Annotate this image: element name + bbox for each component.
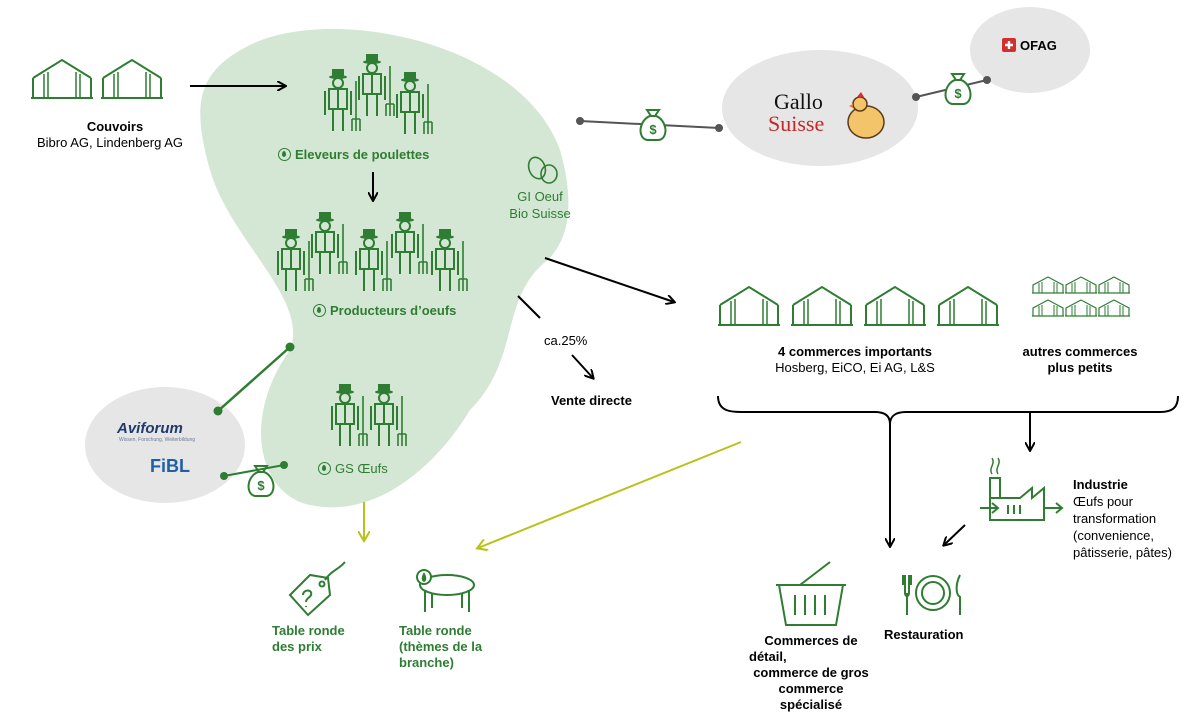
industry-line1: Œufs pour <box>1073 494 1133 509</box>
gi-egg-line1: GI Oeuf <box>517 189 563 204</box>
small-retailers-line1: autres commerces <box>1022 344 1138 359</box>
branch-table-line2: (thèmes de la <box>399 639 483 654</box>
major-retailers-names: Hosberg, EiCO, Ei AG, L&S <box>775 360 935 375</box>
hatcheries-title: Couvoirs <box>86 119 144 134</box>
gs-eggs-text: GS Œufs <box>335 461 388 476</box>
small-retailers-line2: plus petits <box>1047 360 1113 375</box>
gs-eggs-label: GS Œufs <box>318 461 388 477</box>
gallosuisse-mascot-icon <box>847 92 885 139</box>
fibl-logo: FiBL <box>150 456 190 476</box>
drop-icon <box>278 148 291 161</box>
hatchery-houses <box>30 59 164 99</box>
drop-icon <box>313 304 326 317</box>
branch-table-line1: Table ronde <box>399 623 472 638</box>
price-tag-icon <box>288 561 346 617</box>
direct-sales-share: ca.25% <box>544 333 588 348</box>
table-drop-icon <box>421 572 427 582</box>
gallosuisse-logo-line2: Suisse <box>768 111 825 136</box>
value-chain-blob <box>200 29 569 508</box>
industry-line2: transformation <box>1073 511 1157 526</box>
retail-line2: détail, <box>749 649 787 664</box>
swiss-cross-icon <box>1002 38 1016 52</box>
retailers-brace <box>717 395 1179 425</box>
egg-producers-label: Producteurs d’oeufs <box>313 303 456 319</box>
aviforum-logo: Aviforum <box>117 420 183 437</box>
branch-table-line3: branche) <box>399 655 454 670</box>
major-retailer-houses <box>717 286 1000 326</box>
egg-producers-text: Producteurs d’oeufs <box>330 303 457 318</box>
industry-title: Industrie <box>1073 477 1128 492</box>
research-bubble <box>85 387 245 503</box>
retail-line1: Commerces de <box>764 633 858 648</box>
direct-sales-label: Vente directe <box>551 393 632 408</box>
retail-line4: commerce <box>778 681 844 696</box>
ofag-label: OFAG <box>1020 38 1057 53</box>
drop-icon <box>318 462 331 475</box>
arrow-direct-sales-head <box>571 354 593 378</box>
money-symbol: $ <box>954 86 962 101</box>
eggs-icon <box>527 156 558 184</box>
ofag-bubble <box>970 7 1090 93</box>
arrow-to-retailers <box>544 257 674 302</box>
factory-icon <box>980 457 1064 521</box>
industry-line3: (convenience, <box>1073 528 1154 543</box>
pullet-breeders-text: Eleveurs de poulettes <box>295 147 430 162</box>
industry-line4: pâtisserie, pâtes) <box>1073 545 1172 560</box>
plate-cutlery-icon <box>902 574 961 615</box>
pullet-breeders-label: Eleveurs de poulettes <box>278 147 429 163</box>
retail-line5: spécialisé <box>779 697 843 712</box>
price-table-line2: des prix <box>272 639 322 654</box>
arrow-to-direct-sales <box>517 295 541 319</box>
gallosuisse-logo-line1: Gallo <box>774 89 823 114</box>
money-symbol: $ <box>649 122 657 137</box>
price-table-line1: Table ronde <box>272 623 345 638</box>
small-retailer-houses <box>1031 276 1131 317</box>
hatcheries-companies: Bibro AG, Lindenberg AG <box>37 135 183 150</box>
major-retailers-title: 4 commerces importants <box>778 344 932 359</box>
basket-icon <box>776 561 846 626</box>
money-symbol: $ <box>257 478 265 493</box>
arrow-to-branch-table <box>478 441 742 548</box>
gi-egg-line2: Bio Suisse <box>509 206 571 221</box>
aviforum-tagline: Wissen, Forschung, Weiterbildung <box>119 437 196 443</box>
arrow-industry-to-restaurant <box>944 524 966 545</box>
retail-line3: commerce de gros <box>753 665 869 680</box>
restaurant-label: Restauration <box>884 627 964 642</box>
